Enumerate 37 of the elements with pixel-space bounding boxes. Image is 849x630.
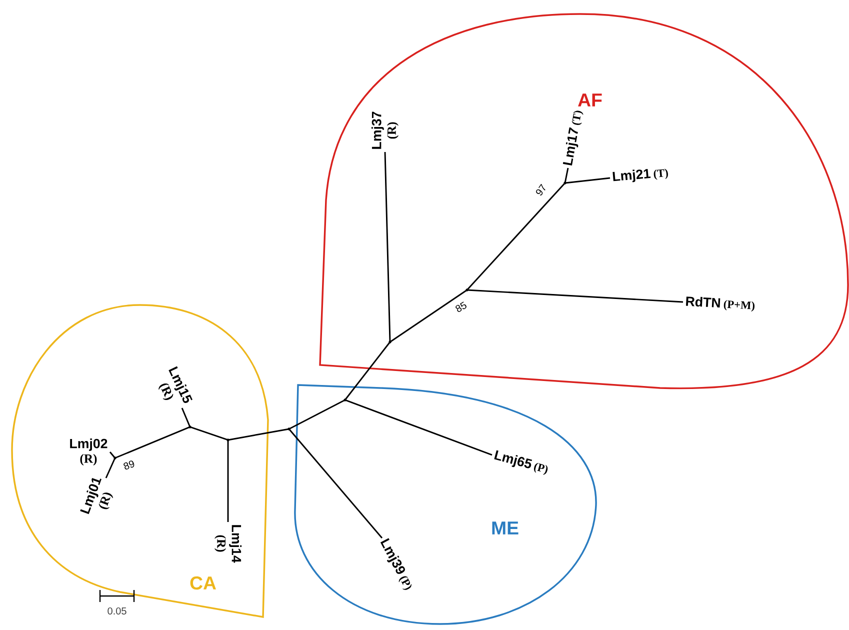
branch-point (288, 428, 290, 430)
branch-point (564, 182, 566, 184)
tree-branch (190, 426, 228, 441)
taxon-label: Lmj01 (R) (80, 478, 114, 514)
taxon-label: Lmj14 (R) (214, 525, 242, 563)
tree-branch (384, 152, 391, 342)
tree-branch (288, 399, 346, 430)
taxon-label: Lmj65 (P) (494, 450, 548, 475)
tree-branch (564, 177, 610, 184)
branch-point (114, 456, 116, 460)
tree-branch (344, 342, 391, 400)
branch-point (466, 288, 468, 292)
scale-label: 0.05 (108, 607, 126, 615)
tree-branch (228, 428, 290, 441)
tree-branch (288, 428, 383, 538)
branch-point (226, 438, 230, 442)
tree-branch (109, 452, 116, 458)
bootstrap-value: 85 (454, 300, 468, 314)
bootstrap-value: 97 (534, 182, 548, 198)
tree-branch (564, 168, 569, 184)
taxon-label: RdTN (P+M) (686, 296, 754, 312)
tree-branch (466, 182, 566, 290)
branch-point (388, 340, 392, 344)
tree-branch (114, 426, 190, 459)
tree-branch (466, 289, 684, 303)
taxon-label: Lmj21 (T) (612, 168, 668, 182)
taxon-label: Lmj17 (T) (562, 110, 584, 166)
branch-point (188, 426, 192, 428)
tree-branch (181, 408, 191, 428)
branch-point (344, 398, 346, 402)
tree-branch (344, 399, 492, 456)
tree-branch (227, 440, 229, 522)
bootstrap-value: 89 (122, 458, 136, 472)
tree-branch (105, 458, 116, 478)
taxon-label: Lmj37 (R) (372, 112, 399, 149)
tree-branch (390, 289, 468, 343)
taxon-label: Lmj02 (R) (70, 438, 108, 466)
